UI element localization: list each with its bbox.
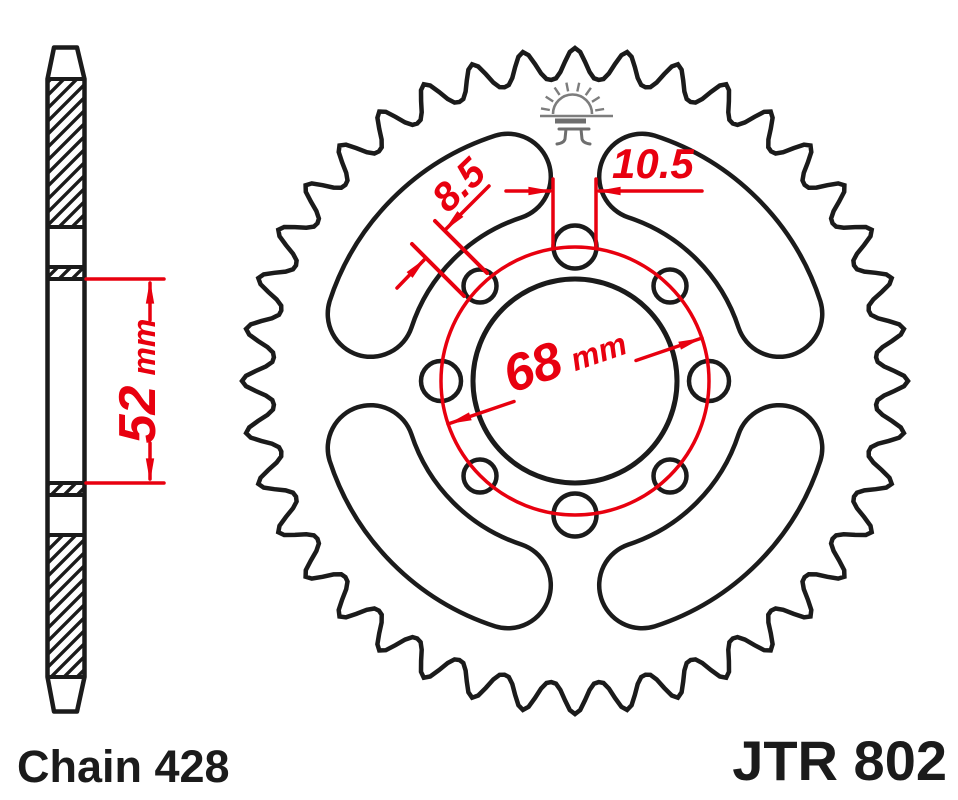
lightening-slot-3: [325, 402, 554, 631]
logo-ray-6: [591, 95, 601, 103]
logo-ray-5: [584, 87, 592, 96]
logo-ray-4: [576, 82, 581, 92]
part-number-label: JTR 802: [732, 729, 947, 792]
arrow-large-right: [597, 186, 621, 196]
logo-ray-1: [545, 95, 554, 103]
chain-size-label: Chain 428: [17, 741, 230, 792]
arrow-bore-up: [145, 280, 155, 304]
tick-small-hole-2: [433, 219, 489, 275]
jt-sunrise-logo-icon: [540, 82, 613, 146]
logo-sun-arc: [551, 93, 594, 115]
section-hatch-1: [47, 267, 85, 279]
arrow-bcd-right: [678, 338, 702, 350]
bolt-circle: [439, 245, 711, 517]
dimension-lines: [84, 177, 711, 517]
lightening-slot-2: [596, 402, 825, 631]
tick-small-hole-1: [410, 242, 466, 298]
section-hatch-3: [47, 535, 85, 677]
logo-ray-7: [595, 107, 605, 112]
logo-jt-mark: [555, 127, 592, 146]
section-hatch-0: [47, 79, 85, 227]
logo-ray-3: [565, 82, 570, 92]
arrow-bore-down: [145, 458, 155, 482]
dimension-large-hole: 10.5: [612, 140, 694, 187]
center-bore: [470, 276, 680, 486]
arrow-small-2: [444, 211, 464, 231]
logo-ray-0: [540, 107, 551, 112]
arrow-small-1: [406, 258, 426, 278]
side-view-cross-section: [45, 45, 87, 714]
lightening-slot-0: [325, 131, 554, 360]
logo-ray-2: [553, 86, 561, 96]
arrow-bcd-left: [448, 412, 472, 424]
arrow-large-left: [528, 186, 552, 196]
front-view-sprocket: [239, 45, 911, 717]
dimension-bore: 52mm: [109, 319, 167, 444]
section-hatch-2: [47, 483, 85, 495]
